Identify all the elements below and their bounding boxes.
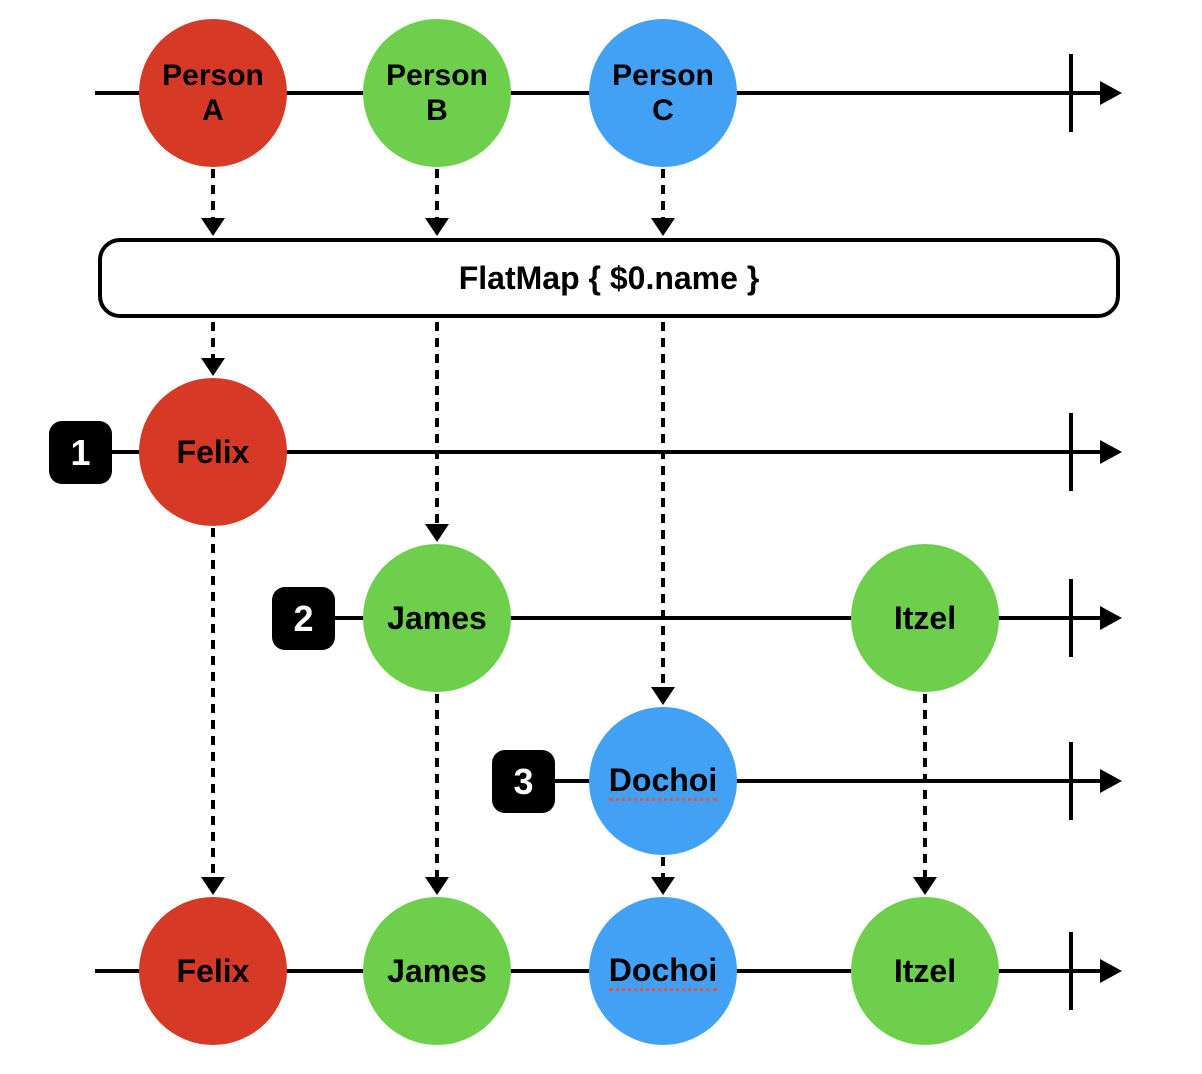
event-label: Person	[612, 59, 714, 92]
arrowhead-down-icon	[913, 877, 937, 895]
timeline-arrowhead-icon	[1100, 769, 1122, 793]
arrowhead-down-icon	[425, 877, 449, 895]
event-label: Felix	[176, 434, 250, 470]
event-label: James	[387, 953, 487, 989]
event-label: A	[202, 94, 224, 127]
index-badge: 1	[49, 421, 112, 484]
event-label: Person	[386, 59, 488, 92]
arrowhead-down-icon	[201, 358, 225, 376]
event-label: Person	[162, 59, 264, 92]
timeline-arrowhead-icon	[1100, 81, 1122, 105]
event-label: Dochoi	[608, 762, 718, 801]
timeline-end-tick	[1069, 54, 1073, 132]
index-badge-label: 1	[70, 431, 91, 473]
event-circle: Felix	[139, 897, 287, 1045]
event-circle: Itzel	[851, 897, 999, 1045]
timeline-end-tick	[1069, 413, 1073, 491]
dashed-connector-line	[435, 169, 439, 220]
event-label: Itzel	[893, 953, 957, 989]
arrowhead-down-icon	[201, 218, 225, 236]
arrowhead-down-icon	[425, 524, 449, 542]
dashed-connector-line	[211, 169, 215, 220]
dashed-connector-line	[435, 322, 439, 526]
timeline-end-tick	[1069, 742, 1073, 820]
dashed-connector-line	[435, 694, 439, 879]
dashed-connector-line	[661, 857, 665, 879]
timeline-arrowhead-icon	[1100, 606, 1122, 630]
flatmap-operator-box: FlatMap { $0.name }	[98, 238, 1120, 318]
timeline-arrowhead-icon	[1100, 440, 1122, 464]
index-badge: 3	[492, 750, 555, 813]
dashed-connector-line	[211, 528, 215, 879]
flatmap-operator-label: FlatMap { $0.name }	[458, 259, 760, 296]
event-circle: James	[363, 544, 511, 692]
event-circle: Dochoi	[589, 897, 737, 1045]
timeline-line	[303, 616, 1104, 620]
event-label: Itzel	[893, 600, 957, 636]
dashed-connector-line	[923, 694, 927, 879]
index-badge-label: 2	[293, 597, 314, 639]
event-label: Dochoi	[608, 952, 718, 991]
timeline-end-tick	[1069, 932, 1073, 1010]
event-label: C	[652, 94, 674, 127]
event-circle: Dochoi	[589, 707, 737, 855]
arrowhead-down-icon	[201, 877, 225, 895]
arrowhead-down-icon	[651, 218, 675, 236]
event-circle: James	[363, 897, 511, 1045]
arrowhead-down-icon	[425, 218, 449, 236]
event-label: Felix	[176, 953, 250, 989]
index-badge-label: 3	[513, 760, 534, 802]
dashed-connector-line	[661, 169, 665, 220]
event-label: B	[426, 94, 448, 127]
dashed-connector-line	[661, 322, 665, 689]
timeline-end-tick	[1069, 579, 1073, 657]
timeline-line	[523, 779, 1104, 783]
index-badge: 2	[272, 587, 335, 650]
dashed-connector-line	[211, 322, 215, 360]
event-circle: Felix	[139, 378, 287, 526]
arrowhead-down-icon	[651, 687, 675, 705]
event-label: James	[387, 600, 487, 636]
arrowhead-down-icon	[651, 877, 675, 895]
timeline-line	[80, 450, 1104, 454]
timeline-arrowhead-icon	[1100, 959, 1122, 983]
event-circle: Itzel	[851, 544, 999, 692]
